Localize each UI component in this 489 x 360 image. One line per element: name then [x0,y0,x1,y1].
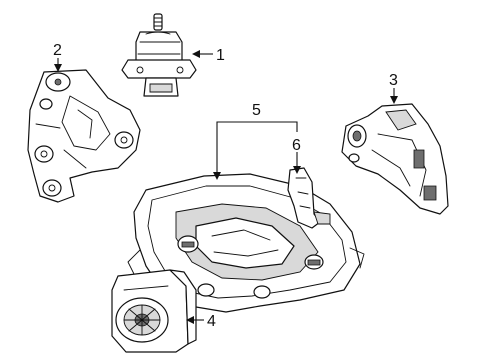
leader-1 [192,50,213,58]
callout-6: 6 [292,137,301,154]
part-3-mount-bracket [341,103,449,215]
leader-4 [186,316,204,324]
leader-5 [213,121,298,180]
callout-1: 1 [216,47,225,64]
part-4-mount-bushing [111,269,197,353]
part-1-engine-mount [121,13,197,97]
callout-3: 3 [389,72,398,89]
leader-2 [54,58,62,72]
part-6-plate [287,167,331,229]
part-2-mount-bracket [27,69,141,203]
callout-4: 4 [207,313,216,330]
leader-6 [293,152,301,174]
callout-2: 2 [53,42,62,59]
callout-5: 5 [252,102,261,119]
leader-3 [390,88,398,104]
